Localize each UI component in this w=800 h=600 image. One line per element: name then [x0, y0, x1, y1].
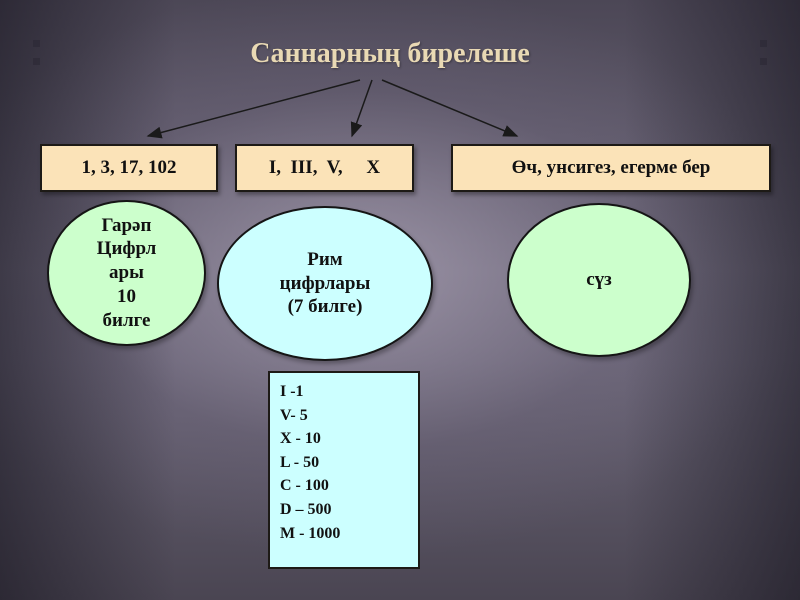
roman-value-row: L - 50	[280, 453, 320, 471]
arabic-numerals-ellipse: Гарәп Цифрл ары 10 билге	[47, 200, 206, 346]
arabic-example-box: 1, 3, 17, 102	[40, 144, 218, 192]
roman-value-row: X - 10	[280, 430, 321, 448]
words-example-text: Өч, унсигез, егерме бер	[511, 157, 711, 178]
roman-value-row: C - 100	[280, 477, 329, 495]
arabic-label-line: ары	[109, 262, 144, 284]
arrow-to-words	[381, 79, 519, 137]
arabic-label-line: билге	[102, 309, 151, 331]
roman-values-table: I -1 V- 5 X - 10 L - 50 C - 100 D – 500 …	[268, 371, 420, 569]
decor-square	[33, 40, 40, 47]
arabic-label-line: Цифрл	[96, 238, 157, 260]
decor-square	[760, 58, 767, 65]
arrow-to-arabic	[146, 79, 361, 139]
arrow-to-roman	[350, 79, 373, 138]
word-ellipse: сүз	[507, 203, 691, 357]
roman-label-line: Рим	[307, 248, 343, 270]
roman-value-row: D – 500	[280, 500, 332, 518]
word-label: сүз	[586, 269, 612, 291]
roman-example-box: I, III, V, X	[235, 144, 414, 192]
roman-numerals-ellipse: Рим цифрлары (7 билге)	[217, 206, 433, 361]
roman-value-row: M - 1000	[280, 524, 341, 542]
arabic-example-text: 1, 3, 17, 102	[81, 157, 177, 178]
arabic-label-line: 10	[116, 285, 136, 307]
decor-square	[33, 58, 40, 65]
roman-value-row: I -1	[280, 383, 304, 400]
arabic-label-line: Гарәп	[101, 214, 152, 236]
words-example-box: Өч, унсигез, егерме бер	[451, 144, 771, 192]
roman-label-line: (7 билге)	[287, 296, 363, 318]
roman-label-line: цифрлары	[279, 272, 371, 294]
decor-square	[760, 40, 767, 47]
roman-value-row: V- 5	[280, 406, 308, 424]
roman-example-text: I, III, V, X	[268, 157, 381, 178]
slide-title: Саннарның бирелеше	[250, 38, 530, 69]
